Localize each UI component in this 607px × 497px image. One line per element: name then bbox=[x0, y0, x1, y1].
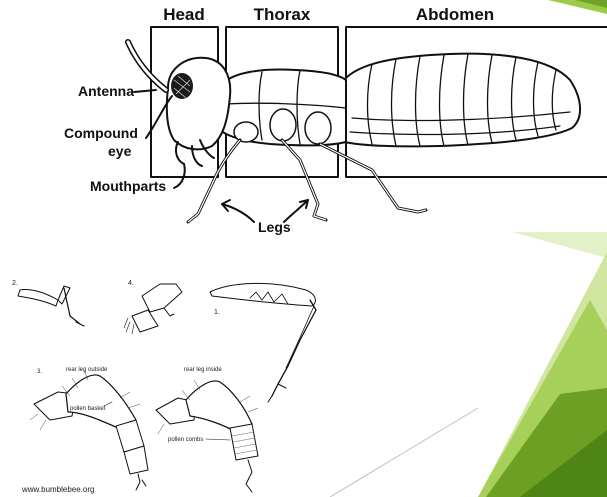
leg-number-2: 2. bbox=[12, 280, 18, 287]
compound-eye-label-line2: eye bbox=[108, 143, 132, 159]
thorax-coxa-rear bbox=[305, 112, 331, 144]
bee-legs-figure: 2. 4. 1. 3. rear leg outside bbox=[12, 280, 316, 494]
rear-leg-outside-label: rear leg outside bbox=[66, 367, 108, 373]
legs-arrow-left bbox=[222, 204, 254, 222]
leg-figure-4 bbox=[124, 284, 182, 334]
antenna-label: Antenna bbox=[78, 83, 134, 99]
middle-leg bbox=[282, 140, 326, 220]
source-credit: www.bumblebee.org bbox=[21, 485, 94, 494]
leg-figure-2 bbox=[18, 286, 84, 326]
head-shape bbox=[167, 58, 230, 150]
leg-number-4: 4. bbox=[128, 280, 134, 287]
leg-number-1: 1. bbox=[214, 309, 220, 316]
abdomen-label: Abdomen bbox=[416, 5, 494, 24]
pollen-combs-label: pollen combs bbox=[168, 437, 203, 443]
rear-leg-inside-label: rear leg inside bbox=[184, 367, 222, 373]
antenna-pointer bbox=[134, 90, 156, 92]
thorax-label: Thorax bbox=[254, 5, 311, 24]
pollen-basket-label: pollen basket bbox=[70, 406, 106, 412]
head-label: Head bbox=[163, 5, 205, 24]
thorax-coxa-front bbox=[234, 122, 258, 142]
thorax-coxa-middle bbox=[270, 109, 296, 141]
accent-thin-line bbox=[330, 408, 478, 497]
abdomen-body bbox=[344, 54, 580, 147]
leg-figure-1 bbox=[210, 283, 316, 402]
insect-body-diagram: Head Thorax Abdomen bbox=[64, 5, 607, 235]
accent-mid-light bbox=[512, 232, 607, 258]
leg-figure-3 bbox=[30, 370, 148, 490]
leg-figure-3-inside bbox=[156, 380, 258, 492]
mouthparts-label: Mouthparts bbox=[90, 178, 166, 194]
legs-arrow-right bbox=[284, 200, 308, 222]
compound-eye-label-line1: Compound bbox=[64, 125, 138, 141]
leg-number-3: 3. bbox=[37, 369, 42, 375]
